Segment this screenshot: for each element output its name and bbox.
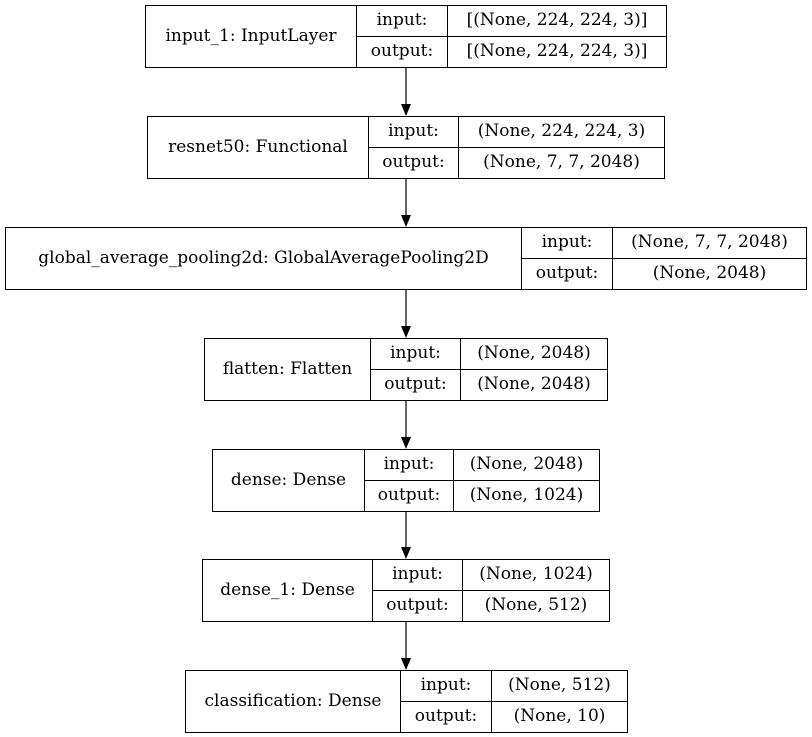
layer-name: global_average_pooling2d: GlobalAverageP… xyxy=(6,228,522,289)
io-table: input:(None, 224, 224, 3)output: (None, 7… xyxy=(369,117,664,178)
io-table: input:(None, 2048)output: (None, 1024) xyxy=(365,450,599,511)
input-label: input: xyxy=(369,117,459,148)
output-label: output: xyxy=(371,369,461,400)
io-table: input:(None, 1024)output: (None, 512) xyxy=(373,560,609,621)
io-table: input:(None, 512)output: (None, 10) xyxy=(401,671,627,732)
edge-arrow xyxy=(401,512,411,559)
input-shape: (None, 2048) xyxy=(461,339,607,370)
output-shape: (None, 2048) xyxy=(477,374,591,395)
layer-name: classification: Dense xyxy=(186,671,401,732)
output-shape: (None, 10) xyxy=(513,706,606,727)
layer-node: global_average_pooling2d: GlobalAverageP… xyxy=(5,227,807,290)
input-label: input: xyxy=(522,228,613,259)
output-label: output: xyxy=(522,258,613,289)
input-shape: (None, 512) xyxy=(492,671,627,702)
layer-name: flatten: Flatten xyxy=(205,339,371,400)
input-shape: (None, 2048) xyxy=(454,450,599,481)
output-shape: (None, 2048) xyxy=(652,263,767,284)
edge-arrow xyxy=(401,622,411,670)
edge-arrow xyxy=(401,179,411,227)
output-shape: (None, 512) xyxy=(484,595,588,616)
input-shape: [(None, 224, 224, 3)] xyxy=(448,6,666,37)
input-label: input: xyxy=(373,560,463,591)
input-label: input: xyxy=(357,6,448,37)
output-label: output: xyxy=(369,147,459,178)
layer-name: dense: Dense xyxy=(213,450,365,511)
output-label: output: xyxy=(373,590,463,621)
output-shape: (None, 1024) xyxy=(469,485,584,506)
io-table: input:(None, 7, 7, 2048)output: (None, 20… xyxy=(522,228,806,289)
input-label: input: xyxy=(371,339,461,370)
edge-arrow xyxy=(401,68,411,116)
io-table: input:(None, 2048)output:(None, 2048) xyxy=(371,339,607,400)
layer-name: dense_1: Dense xyxy=(203,560,373,621)
input-shape: (None, 7, 7, 2048) xyxy=(613,228,806,259)
input-shape: (None, 1024) xyxy=(463,560,609,591)
output-shape: [(None, 224, 224, 3)] xyxy=(466,41,648,62)
input-label: input: xyxy=(401,671,492,702)
edge-arrow xyxy=(401,290,411,338)
output-shape: (None, 7, 7, 2048) xyxy=(483,152,640,173)
edge-arrow xyxy=(401,401,411,449)
layer-name: input_1: InputLayer xyxy=(146,6,357,67)
output-label: output: xyxy=(365,480,454,511)
output-label: output: xyxy=(357,36,448,67)
io-table: input:[(None, 224, 224, 3)]output:[(None… xyxy=(357,6,666,67)
layer-name: resnet50: Functional xyxy=(148,117,369,178)
input-shape: (None, 224, 224, 3) xyxy=(459,117,664,148)
output-label: output: xyxy=(401,701,492,732)
input-label: input: xyxy=(365,450,454,481)
